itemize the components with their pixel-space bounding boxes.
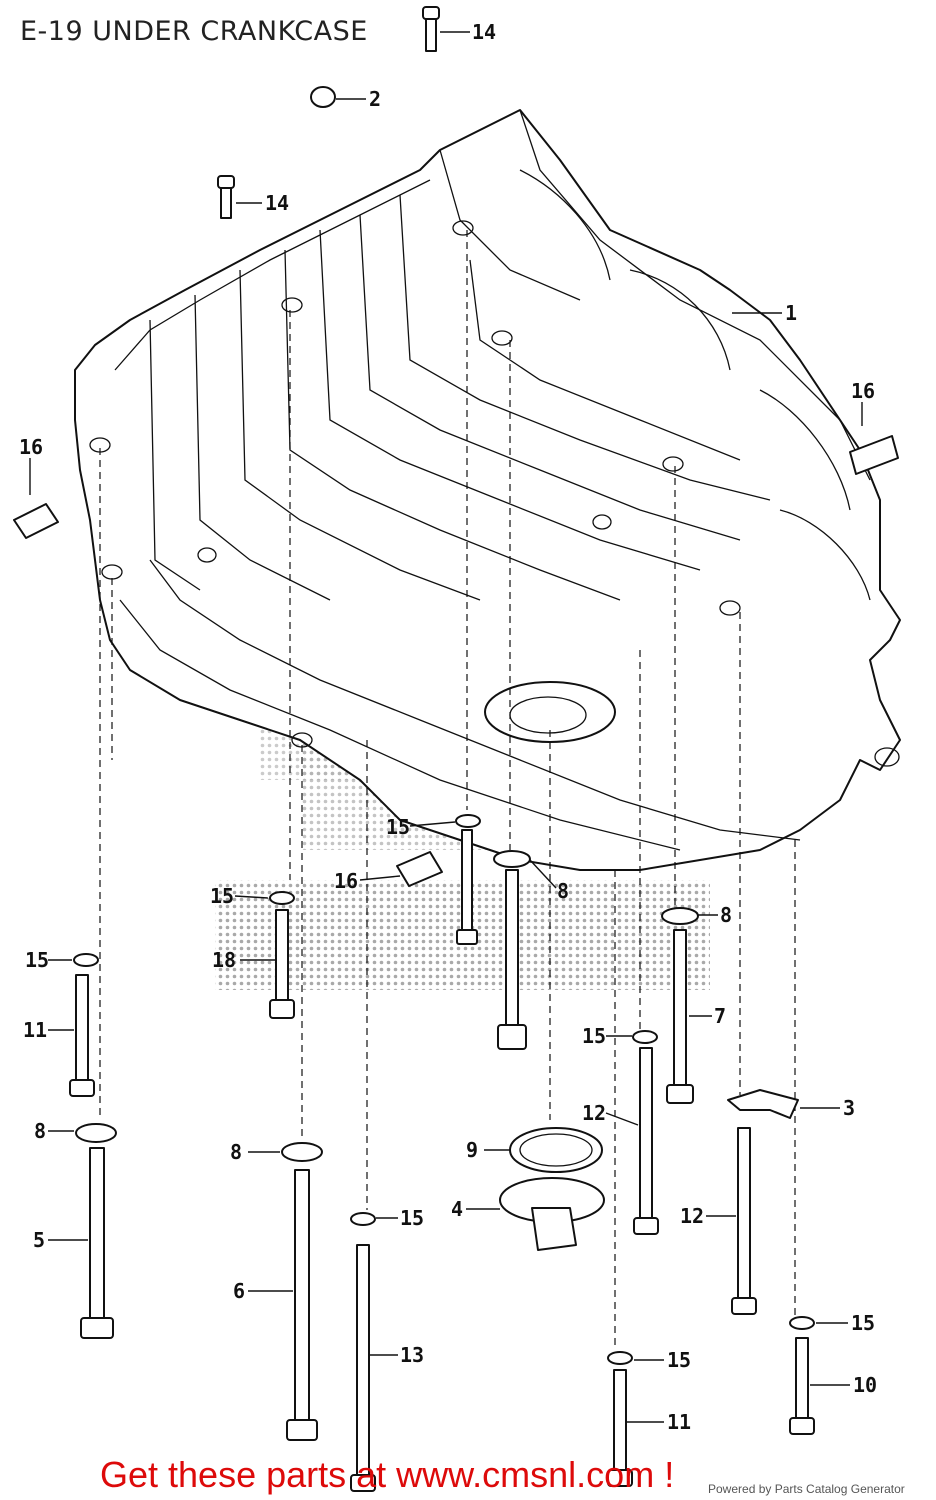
callout-18: 18: [212, 948, 236, 972]
bolt-14b: [217, 175, 235, 219]
callout-15c: 15: [25, 948, 49, 972]
bolt-6: [286, 1169, 318, 1441]
callout-15a: 15: [386, 815, 410, 839]
washer-15a: [455, 814, 481, 828]
promo-banner-link[interactable]: Get these parts at www.cmsnl.com !: [100, 1454, 675, 1495]
bolt-11a: [456, 829, 478, 945]
callout-12b: 12: [680, 1204, 704, 1228]
callout-14a: 14: [472, 20, 496, 44]
bolt-14a: [422, 6, 440, 52]
callout-14b: 14: [265, 191, 289, 215]
callout-15b: 15: [210, 884, 234, 908]
callout-15d: 15: [582, 1024, 606, 1048]
washer-8d: [281, 1142, 323, 1162]
callout-5: 5: [33, 1228, 45, 1252]
bolt-18: [269, 909, 295, 1019]
callout-11a: 11: [23, 1018, 47, 1042]
callout-16c: 16: [334, 869, 358, 893]
callout-8a: 8: [557, 879, 569, 903]
callout-13: 13: [400, 1343, 424, 1367]
washer-15e: [350, 1212, 376, 1226]
washer-8a: [493, 850, 531, 868]
bolt-10: [789, 1337, 815, 1435]
washer-8c: [75, 1123, 117, 1143]
washer-15d: [632, 1030, 658, 1044]
dowel-16a: [13, 503, 59, 539]
callout-15h: 15: [667, 1348, 691, 1372]
callout-7: 7: [714, 1004, 726, 1028]
washer-15f: [607, 1351, 633, 1365]
bolt-5: [80, 1147, 114, 1339]
leader-lines: [29, 31, 863, 1423]
washer-8b: [661, 907, 699, 925]
callout-15e: 15: [400, 1206, 424, 1230]
washer-15c: [73, 953, 99, 967]
callout-2: 2: [369, 87, 381, 111]
callout-16b: 16: [19, 435, 43, 459]
washer-15b: [269, 891, 295, 905]
callout-16a: 16: [851, 379, 875, 403]
callout-8b: 8: [720, 903, 732, 927]
bolt-11b: [69, 974, 95, 1097]
dowel-16c: [396, 851, 443, 887]
bolt-12b: [731, 1127, 757, 1315]
callout-11c: 11: [667, 1410, 691, 1434]
diagram-title: E-19 UNDER CRANKCASE: [20, 16, 368, 47]
callout-4: 4: [451, 1197, 463, 1221]
callout-8d: 8: [230, 1140, 242, 1164]
stud-13: [350, 1244, 376, 1492]
bolt-7: [666, 929, 694, 1104]
bolt-12a: [633, 1047, 659, 1235]
callout-3: 3: [843, 1096, 855, 1120]
callout-labels: 14 2 14 1 16 16 15 16 8 15 8 18 15 7 11 …: [19, 20, 877, 1434]
drain-plug-4: [499, 1177, 605, 1251]
ball-2: [310, 86, 336, 108]
generator-credit: Powered by Parts Catalog Generator: [708, 1482, 905, 1496]
callout-1: 1: [785, 301, 797, 325]
callout-6: 6: [233, 1279, 245, 1303]
bolt-11c: [607, 1369, 633, 1487]
dowel-16b: [849, 435, 899, 475]
washer-15g: [789, 1316, 815, 1330]
under-crankcase: [74, 109, 901, 871]
callout-8c: 8: [34, 1119, 46, 1143]
clamp-3: [727, 1089, 799, 1119]
alignment-lines: [99, 230, 796, 1350]
callout-12a: 12: [582, 1101, 606, 1125]
callout-9: 9: [466, 1138, 478, 1162]
bolt-8-long: [497, 869, 527, 1050]
parts: [13, 6, 899, 1492]
callout-15g: 15: [851, 1311, 875, 1335]
callout-10: 10: [853, 1373, 877, 1397]
oring-9: [509, 1127, 603, 1173]
